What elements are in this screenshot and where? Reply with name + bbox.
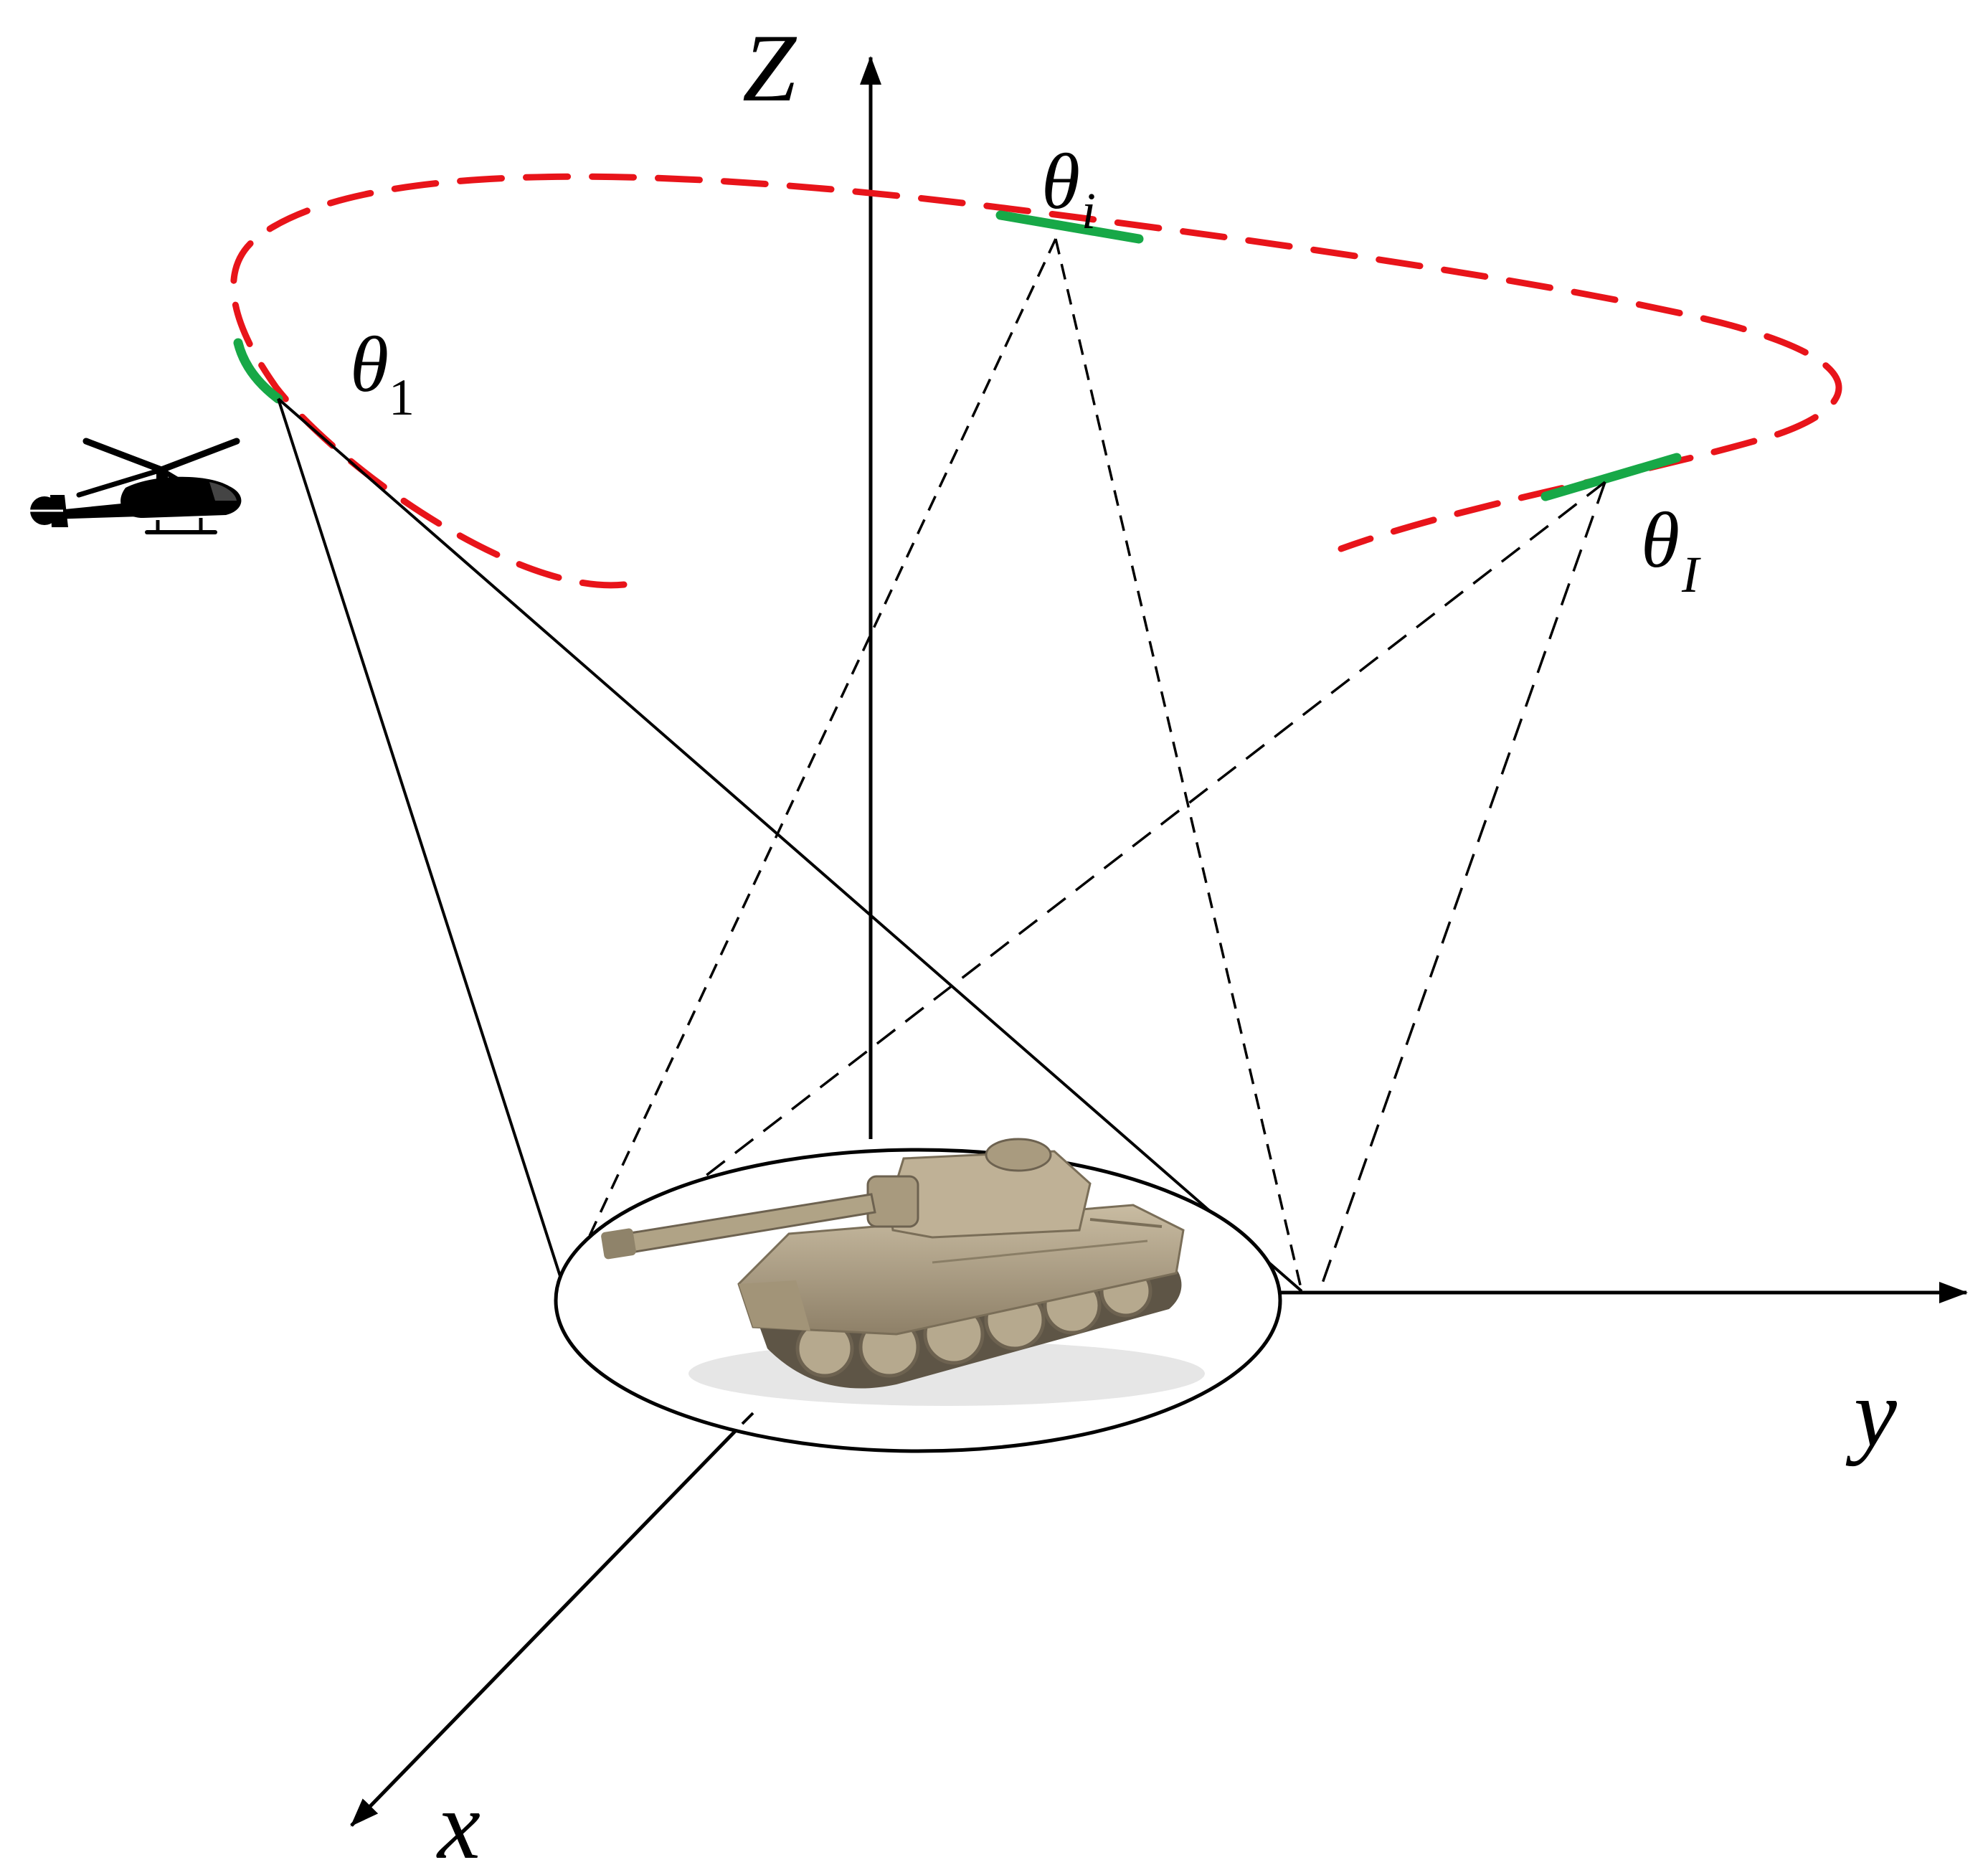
tank-icon — [601, 1138, 1205, 1406]
svg-text:θ: θ — [350, 321, 389, 408]
angle-label-first: θ 1 — [350, 321, 415, 426]
svg-text:θ: θ — [1041, 138, 1080, 225]
angle-label-last: θ I — [1641, 496, 1701, 603]
y-axis-label: y — [1845, 1360, 1897, 1467]
x-axis — [350, 1422, 744, 1827]
flight-trajectory — [230, 173, 1842, 589]
svg-text:1: 1 — [389, 369, 415, 426]
x-axis-label: x — [436, 1772, 481, 1870]
aperture-segment-middle — [995, 210, 1144, 244]
los-first-solid — [277, 397, 1303, 1297]
axes — [350, 56, 1968, 1827]
angle-label-middle: θ i — [1041, 138, 1096, 240]
svg-text:I: I — [1681, 546, 1701, 603]
los-last-dashed — [569, 481, 1606, 1292]
los-middle-dashed — [572, 238, 1303, 1292]
svg-text:i: i — [1081, 182, 1096, 240]
aperture-segment-first — [233, 338, 283, 404]
helicopter-icon — [26, 438, 242, 534]
aperture-segment-last — [1540, 453, 1682, 501]
z-axis-label: Z — [742, 15, 797, 122]
svg-text:θ: θ — [1641, 496, 1680, 584]
ellipse-pointer — [741, 1412, 754, 1425]
